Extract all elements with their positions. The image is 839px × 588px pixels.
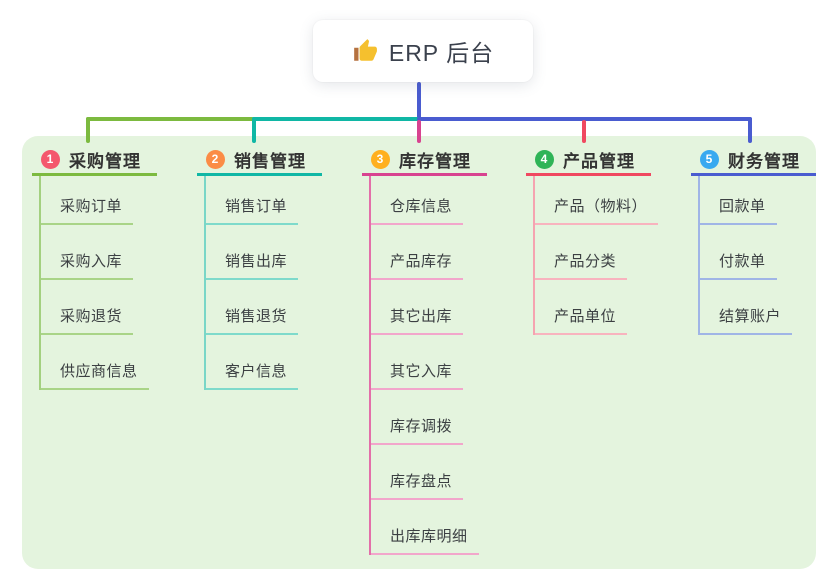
child-node-label: 销售退货 (225, 308, 288, 325)
child-node[interactable]: 产品库存 (371, 225, 464, 280)
child-node-label: 产品（物料） (554, 198, 648, 215)
branch-node-label: 采购管理 (69, 151, 141, 171)
branch-node[interactable]: 2 销售管理 (197, 145, 322, 176)
child-node-label: 仓库信息 (390, 198, 453, 215)
child-node-label: 回款单 (719, 198, 766, 215)
child-node[interactable]: 库存盘点 (371, 445, 464, 500)
child-node[interactable]: 采购退货 (41, 280, 134, 335)
branch-drop-line-2 (252, 117, 256, 143)
branch-number-badge: 1 (41, 149, 60, 169)
mindmap-background-panel (22, 136, 816, 569)
child-node-label: 库存盘点 (390, 473, 453, 490)
branch-node-group: 5 财务管理 回款单付款单结算账户 (691, 145, 839, 335)
child-node[interactable]: 付款单 (700, 225, 777, 280)
branch-node-label: 财务管理 (728, 151, 800, 171)
child-node-label: 销售出库 (225, 253, 288, 270)
branch-children-list: 销售订单销售出库销售退货客户信息 (204, 176, 299, 390)
child-node-label: 客户信息 (225, 363, 288, 380)
branch-node-group: 4 产品管理 产品（物料） 产品分类产品单位 (526, 145, 686, 335)
child-node[interactable]: 仓库信息 (371, 176, 464, 225)
child-node[interactable]: 其它入库 (371, 335, 464, 390)
child-node-label: 出库库明细 (390, 528, 468, 545)
branch-node-group: 1 采购管理 采购订单采购入库采购退货供应商信息 (32, 145, 192, 390)
child-node-label: 其它出库 (390, 308, 453, 325)
child-node-label: 产品分类 (554, 253, 617, 270)
child-node[interactable]: 产品（物料） (535, 176, 659, 225)
branch-node-label: 库存管理 (399, 151, 471, 171)
branch-node[interactable]: 3 库存管理 (362, 145, 487, 176)
child-node-label: 库存调拨 (390, 418, 453, 435)
branch-children-list: 仓库信息产品库存其它出库其它入库库存调拨库存盘点出库库明细 (369, 176, 479, 555)
child-node[interactable]: 产品分类 (535, 225, 628, 280)
child-node[interactable]: 销售退货 (206, 280, 299, 335)
child-node-label: 产品单位 (554, 308, 617, 325)
branch-node[interactable]: 4 产品管理 (526, 145, 651, 176)
child-node-label: 采购订单 (60, 198, 123, 215)
branch-children-list: 回款单付款单结算账户 (698, 176, 793, 335)
bus-segment-middle (252, 117, 419, 121)
branch-drop-line-1 (86, 117, 90, 143)
branch-node[interactable]: 5 财务管理 (691, 145, 816, 176)
thumbs-up-icon (352, 38, 378, 64)
child-node[interactable]: 销售出库 (206, 225, 299, 280)
child-node[interactable]: 库存调拨 (371, 390, 464, 445)
root-node-label: ERP 后台 (388, 40, 495, 66)
branch-drop-line-4 (582, 119, 586, 143)
child-node-label: 付款单 (719, 253, 766, 270)
child-node[interactable]: 其它出库 (371, 280, 464, 335)
branch-number-badge: 5 (700, 149, 719, 169)
branch-node-label: 销售管理 (234, 151, 306, 171)
root-stem-line (417, 82, 421, 119)
branch-number-badge: 2 (206, 149, 225, 169)
branch-node[interactable]: 1 采购管理 (32, 145, 157, 176)
branch-number-badge: 4 (535, 149, 554, 169)
child-node[interactable]: 出库库明细 (371, 500, 479, 555)
child-node-label: 其它入库 (390, 363, 453, 380)
child-node-label: 产品库存 (390, 253, 453, 270)
child-node-label: 采购入库 (60, 253, 123, 270)
child-node[interactable]: 产品单位 (535, 280, 628, 335)
child-node[interactable]: 采购入库 (41, 225, 134, 280)
child-node-label: 结算账户 (719, 308, 782, 325)
child-node[interactable]: 供应商信息 (41, 335, 149, 390)
child-node[interactable]: 结算账户 (700, 280, 793, 335)
branch-drop-line-5 (748, 117, 752, 143)
branch-children-list: 采购订单采购入库采购退货供应商信息 (39, 176, 149, 390)
child-node[interactable]: 采购订单 (41, 176, 134, 225)
bus-segment-left (86, 117, 254, 121)
root-node[interactable]: ERP 后台 (313, 20, 533, 82)
child-node[interactable]: 销售订单 (206, 176, 299, 225)
branch-children-list: 产品（物料） 产品分类产品单位 (533, 176, 659, 335)
branch-node-group: 2 销售管理 销售订单销售出库销售退货客户信息 (197, 145, 357, 390)
child-node[interactable]: 客户信息 (206, 335, 299, 390)
child-node-label: 销售订单 (225, 198, 288, 215)
branch-number-badge: 3 (371, 149, 390, 169)
child-node-label: 采购退货 (60, 308, 123, 325)
bus-segment-right (417, 117, 752, 121)
branch-node-group: 3 库存管理 仓库信息产品库存其它出库其它入库库存调拨库存盘点出库库明细 (362, 145, 522, 555)
branch-node-label: 产品管理 (563, 151, 635, 171)
child-node[interactable]: 回款单 (700, 176, 777, 225)
child-node-label: 供应商信息 (60, 363, 138, 380)
branch-drop-line-3 (417, 119, 421, 143)
